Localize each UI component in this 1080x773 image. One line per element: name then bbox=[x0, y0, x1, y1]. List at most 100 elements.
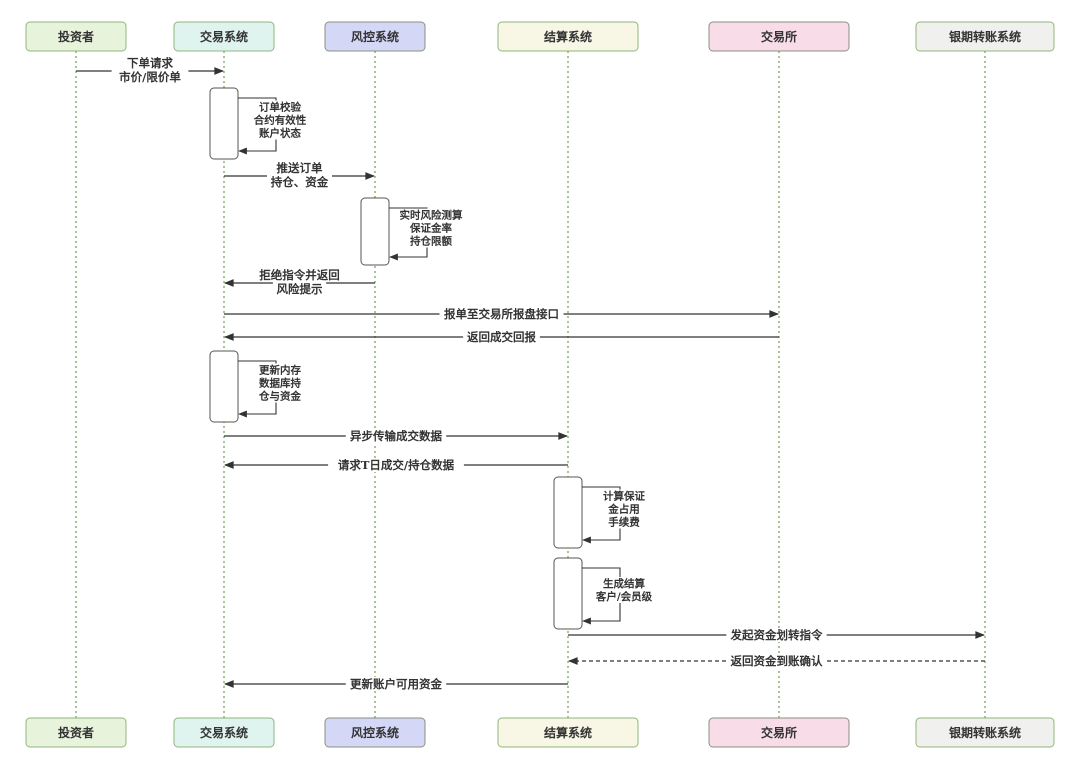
self-call-label: 更新内存 bbox=[259, 364, 301, 377]
self-call-label: 客户/会员级 bbox=[595, 590, 653, 603]
actor-label: 银期转账系统 bbox=[949, 29, 1021, 44]
actor-box bbox=[708, 21, 850, 52]
message-label: 更新账户可用资金 bbox=[350, 677, 442, 691]
actor-trading-top[interactable]: 交易系统 bbox=[173, 21, 275, 52]
actor-label: 风控系统 bbox=[351, 725, 399, 740]
label-bg bbox=[256, 126, 304, 140]
label-bg bbox=[726, 654, 827, 668]
actor-label: 结算系统 bbox=[544, 725, 592, 740]
message-label: 返回资金到账确认 bbox=[731, 654, 823, 668]
self-call-label: 生成结算 bbox=[603, 577, 645, 590]
actor-box bbox=[25, 717, 127, 748]
self-call-label: 合约有效性 bbox=[253, 114, 307, 127]
message-label: 持仓、资金 bbox=[271, 175, 329, 189]
label-bg bbox=[251, 113, 309, 127]
actor-label: 交易系统 bbox=[200, 725, 248, 740]
message-label: 推送订单 bbox=[277, 161, 323, 175]
message-label: 拒绝指令并返回 bbox=[259, 268, 340, 282]
label-bg bbox=[256, 389, 304, 403]
label-bg bbox=[256, 100, 304, 114]
label-bg bbox=[255, 268, 344, 282]
actor-trading-bottom[interactable]: 交易系统 bbox=[173, 717, 275, 748]
message: 更新账户可用资金 bbox=[224, 677, 568, 691]
self-call-label: 保证金率 bbox=[409, 222, 452, 235]
self-call-label: 计算保证 bbox=[603, 490, 645, 503]
self-call-label: 仓与资金 bbox=[258, 390, 301, 403]
actor-label: 交易系统 bbox=[200, 29, 248, 44]
actor-box bbox=[497, 21, 639, 52]
label-bg bbox=[589, 590, 659, 603]
actor-box bbox=[915, 21, 1055, 52]
actor-investor-bottom[interactable]: 投资者 bbox=[25, 717, 127, 748]
actor-box bbox=[25, 21, 127, 52]
label-bg bbox=[439, 307, 564, 321]
label-bg bbox=[123, 56, 177, 70]
label-bg bbox=[407, 234, 455, 248]
message-label: 返回成交回报 bbox=[467, 330, 536, 344]
label-bg bbox=[726, 628, 827, 642]
activation-box bbox=[553, 476, 583, 549]
self-call-label: 手续费 bbox=[608, 516, 640, 529]
label-bg bbox=[407, 221, 455, 235]
message: 返回成交回报 bbox=[224, 330, 779, 344]
label-bg bbox=[396, 208, 466, 222]
label-bg bbox=[111, 70, 189, 84]
message-label: 请求T日成交/持仓数据 bbox=[338, 458, 455, 472]
actor-label: 投资者 bbox=[58, 725, 94, 740]
label-bg bbox=[345, 429, 447, 443]
activation-box bbox=[209, 87, 239, 160]
actor-settlement-bottom[interactable]: 结算系统 bbox=[497, 717, 639, 748]
self-call-label: 订单校验 bbox=[259, 101, 301, 114]
message: 请求T日成交/持仓数据 bbox=[224, 458, 568, 472]
label-bg bbox=[272, 282, 327, 296]
label-bg bbox=[328, 458, 464, 472]
message-label: 市价/限价单 bbox=[119, 70, 181, 84]
actor-box bbox=[497, 717, 639, 748]
actor-exchange-top[interactable]: 交易所 bbox=[708, 21, 850, 52]
actor-label: 结算系统 bbox=[544, 29, 592, 44]
actor-box bbox=[708, 717, 850, 748]
actor-label: 风控系统 bbox=[351, 29, 399, 44]
activation-box bbox=[360, 197, 390, 266]
message: 异步传输成交数据 bbox=[224, 429, 568, 443]
activation-box bbox=[553, 557, 583, 630]
label-bg bbox=[605, 502, 643, 516]
label-bg bbox=[600, 489, 648, 503]
message-label: 发起资金划转指令 bbox=[730, 628, 823, 642]
activation-box bbox=[209, 350, 239, 423]
actor-exchange-bottom[interactable]: 交易所 bbox=[708, 717, 850, 748]
label-bg bbox=[256, 376, 304, 390]
actor-risk-top[interactable]: 风控系统 bbox=[324, 21, 426, 52]
self-call-label: 持仓限额 bbox=[410, 235, 452, 248]
message: 发起资金划转指令 bbox=[568, 628, 985, 642]
actor-box bbox=[173, 717, 275, 748]
label-bg bbox=[272, 161, 327, 175]
actor-bank-top[interactable]: 银期转账系统 bbox=[915, 21, 1055, 52]
actor-label: 交易所 bbox=[761, 29, 797, 44]
message-label: 风险提示 bbox=[277, 282, 323, 296]
label-bg bbox=[605, 515, 643, 529]
actor-bank-bottom[interactable]: 银期转账系统 bbox=[915, 717, 1055, 748]
message: 返回资金到账确认 bbox=[568, 654, 985, 668]
actor-settlement-top[interactable]: 结算系统 bbox=[497, 21, 639, 52]
label-bg bbox=[345, 677, 447, 691]
label-bg bbox=[463, 330, 540, 344]
actor-investor-top[interactable]: 投资者 bbox=[25, 21, 127, 52]
actor-box bbox=[324, 21, 426, 52]
label-bg bbox=[600, 577, 648, 590]
actor-label: 投资者 bbox=[58, 29, 94, 44]
label-bg bbox=[256, 363, 304, 377]
actor-box bbox=[915, 717, 1055, 748]
actor-risk-bottom[interactable]: 风控系统 bbox=[324, 717, 426, 748]
actor-box bbox=[324, 717, 426, 748]
message: 报单至交易所报盘接口 bbox=[224, 307, 779, 321]
self-call-label: 实时风险测算 bbox=[400, 209, 463, 222]
